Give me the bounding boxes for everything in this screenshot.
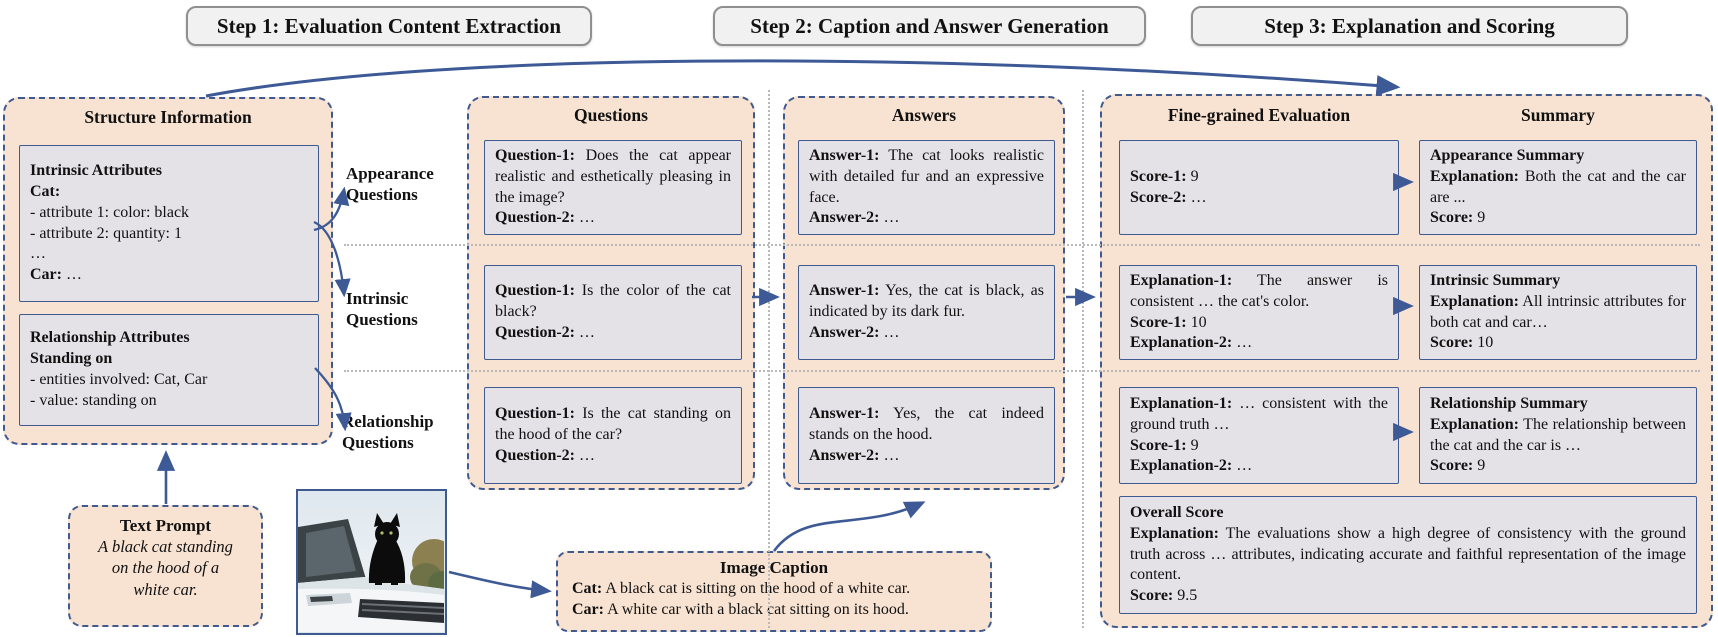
cat-on-car-image [296,489,456,635]
intrinsic-question-box: Question-1: Is the color of the cat blac… [484,265,742,360]
column-separator-2 [1082,90,1084,628]
arrow-structure-to-step3 [205,59,1401,98]
questions-panel: Questions Question-1: Does the cat appea… [467,96,755,490]
arrow-image-to-caption [448,570,552,599]
relationship-question-box: Question-1: Is the cat standing on the h… [484,387,742,484]
fine-grained-evaluation-title: Fine-grained Evaluation [1167,105,1351,125]
evaluation-panel: Fine-grained Evaluation Summary Score-1:… [1100,94,1713,628]
summary-title: Summary [1521,105,1595,125]
relationship-answer-box: Answer-1: Yes, the cat indeed stands on … [798,387,1055,484]
intrinsic-explanation-box: Explanation-1: The answer is consistent … [1119,265,1399,360]
intrinsic-answer-box: Answer-1: Yes, the cat is black, as indi… [798,265,1055,360]
row-separator-1 [344,244,1700,246]
column-separator-1 [768,90,770,628]
relationship-explanation-box: Explanation-1: … consistent with the gro… [1119,387,1399,484]
questions-title: Questions [574,105,648,125]
appearance-answer-box: Answer-1: The cat looks realistic with d… [798,140,1055,235]
label-appearance-questions: Appearance Questions [346,164,434,204]
answers-panel: Answers Answer-1: The cat looks realisti… [783,96,1065,490]
row-separator-2 [344,370,1700,372]
cat-on-car-illustration [298,491,456,632]
structure-information-title: Structure Information [84,107,252,127]
label-intrinsic-questions: Intrinsic Questions [346,289,418,329]
step-3-header: Step 3: Explanation and Scoring [1191,6,1628,46]
step-2-header: Step 2: Caption and Answer Generation [713,6,1146,46]
answers-title: Answers [891,105,957,125]
step-1-header: Step 1: Evaluation Content Extraction [186,6,592,46]
label-relationship-questions: Relationship Questions [342,412,434,452]
arrow-caption-to-answers [772,501,926,552]
image-caption-box: Image Caption Cat: A black cat is sittin… [556,551,992,632]
appearance-question-box: Question-1: Does the cat appear realisti… [484,140,742,235]
image-caption-title: Image Caption [719,558,829,577]
image-caption-text: Cat: A black cat is sitting on the hood … [572,580,911,618]
structure-information-panel: Structure Information Intrinsic Attribut… [3,97,333,445]
text-prompt-title: Text Prompt [119,516,212,535]
